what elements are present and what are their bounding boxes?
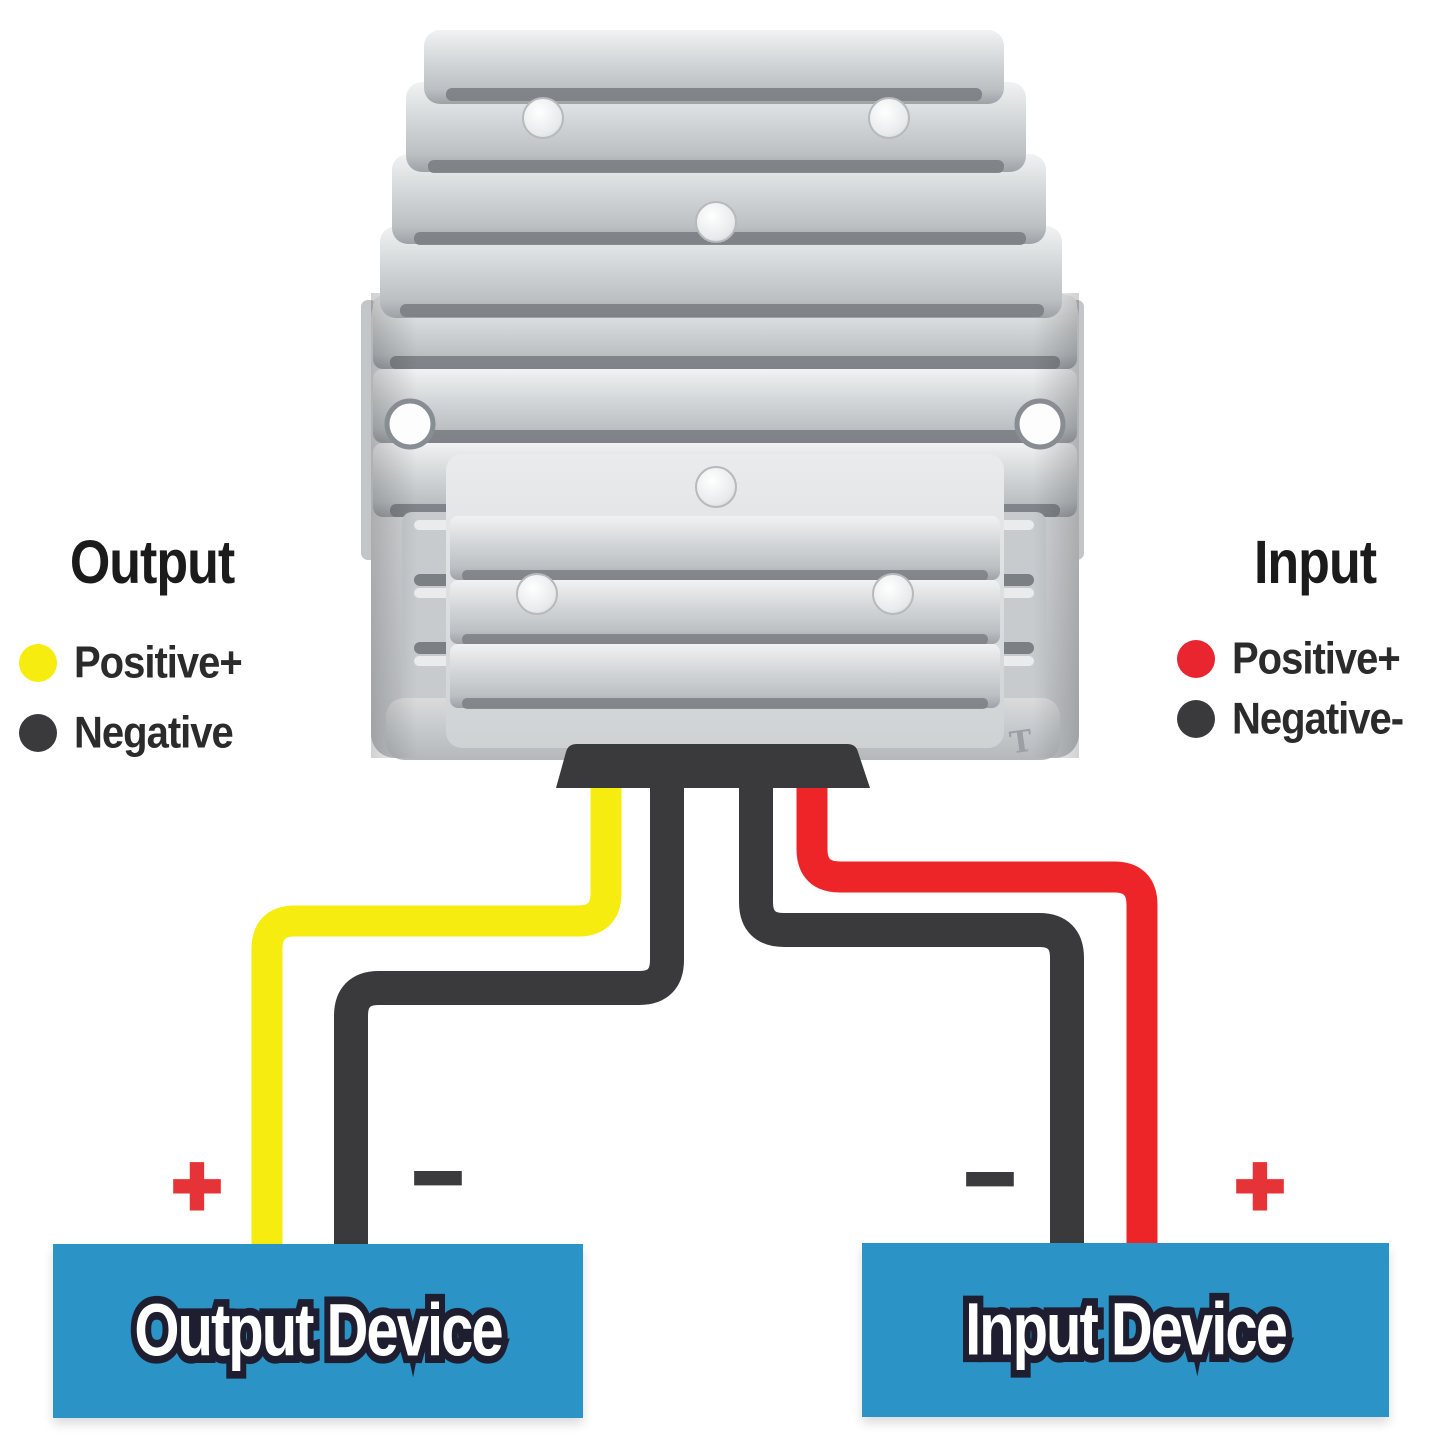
wire-input-negative-black (739, 756, 1084, 1252)
output-positive-label: Positive+ (74, 638, 243, 688)
heatsink-converter-device: T (361, 30, 1084, 761)
output-device-box-label-outline: Output Device (128, 1286, 509, 1376)
cap-fin (424, 30, 1004, 104)
screw-pin (695, 466, 737, 508)
plate-fin (450, 516, 1000, 580)
input-legend-title: Input (1253, 528, 1377, 598)
output-plus-symbol: + (170, 1138, 225, 1234)
output-negative-bullet (19, 714, 57, 752)
input-negative-bullet (1177, 700, 1215, 738)
plate-fin (450, 580, 1000, 644)
fin-groove (446, 88, 982, 101)
input-device-box: Input Device Input Device (862, 1243, 1389, 1417)
wire-input-positive-red (796, 756, 1158, 1252)
screw-pin (695, 201, 737, 243)
screw-pin (868, 97, 910, 139)
wires (251, 756, 1158, 1252)
plate-fin (450, 644, 1000, 708)
fin-groove (400, 304, 1044, 317)
cap-fin (406, 82, 1026, 172)
input-positive-label: Positive+ (1232, 634, 1401, 684)
output-negative-label: Negative (74, 708, 234, 758)
output-positive-bullet (19, 644, 57, 682)
input-minus-symbol: − (963, 1131, 1018, 1227)
output-minus-symbol: − (411, 1130, 466, 1226)
body-shade-left (371, 293, 417, 758)
input-negative-label: Negative- (1232, 694, 1404, 744)
input-device-box-label-outline: Input Device (959, 1285, 1294, 1375)
body-shade-right (1033, 293, 1079, 758)
output-device-box-label: Output Device Output Device (128, 1286, 509, 1376)
cap-fin (380, 226, 1062, 318)
input-device-box-label-fill: Input Device (965, 1287, 1288, 1371)
output-device-box: Output Device Output Device (53, 1244, 583, 1418)
fin-groove (390, 356, 1060, 369)
fin-groove (462, 634, 988, 645)
output-device-box-label-fill: Output Device (134, 1288, 503, 1372)
wire-output-negative-black (334, 756, 684, 1252)
input-positive-bullet (1177, 640, 1215, 678)
device-fin (373, 369, 1077, 443)
fin-groove (390, 430, 1060, 443)
fin-groove (462, 570, 988, 581)
fin-groove (462, 698, 988, 709)
connector-block (556, 744, 870, 788)
output-legend-title: Output (69, 528, 235, 598)
screw-pin (516, 573, 558, 615)
input-device-box-label: Input Device Input Device (959, 1285, 1294, 1375)
mounting-hole-left (384, 398, 436, 450)
cap-fin (392, 154, 1046, 244)
input-plus-symbol: + (1233, 1138, 1288, 1234)
fin-groove (428, 160, 1004, 173)
screw-pin (872, 573, 914, 615)
screw-pin (522, 97, 564, 139)
wire-output-positive-yellow (251, 756, 622, 1252)
mounting-hole-right (1014, 398, 1066, 450)
